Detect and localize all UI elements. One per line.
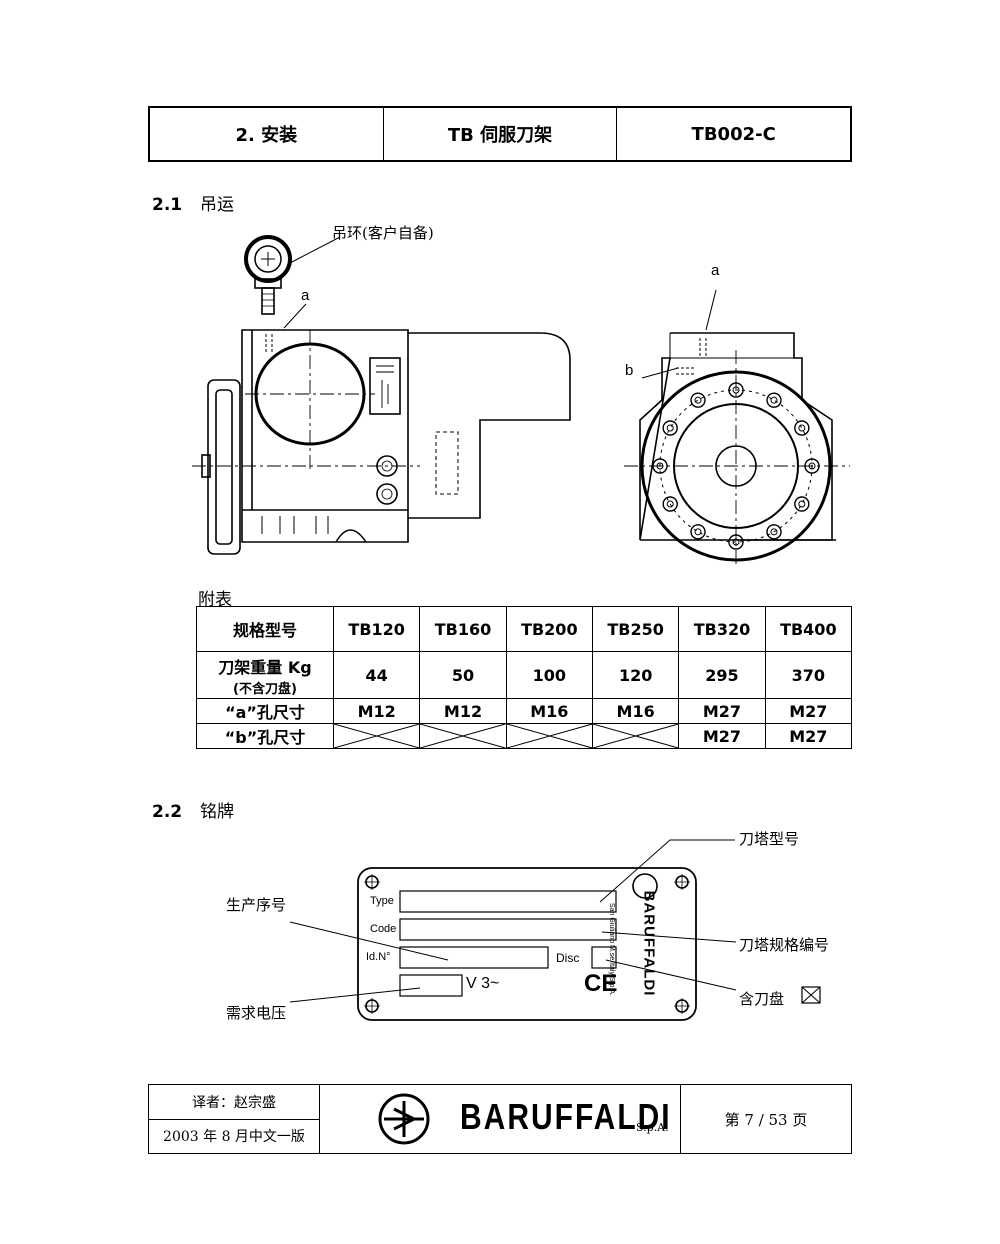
footer-logo: BARUFFALDI S.p.A.: [320, 1085, 681, 1153]
weight-cell: 295: [678, 651, 766, 699]
ce-mark: CE: [584, 970, 618, 997]
field-code: Code: [370, 923, 397, 935]
a-size-cell: M16: [505, 698, 593, 724]
bolt-hole: [690, 392, 706, 408]
b-size-cell-na: [332, 723, 421, 749]
bolt-hole-inner: [770, 528, 778, 536]
section-2-1-heading: 2.1 吊运: [152, 190, 234, 215]
weight-sublabel: (不含刀盘): [233, 681, 297, 697]
section-title: 吊运: [200, 195, 234, 215]
footer-left: 译者：赵宗盛 2003 年 8 月中文一版: [149, 1085, 320, 1153]
header-product: TB 伺服刀架: [384, 108, 618, 160]
b-size-cell-na: [591, 723, 680, 749]
weight-cell: 370: [764, 651, 853, 699]
bolt-hole: [662, 496, 678, 512]
label-spec-code: 刀塔规格编号: [739, 936, 830, 954]
bolt-hole: [662, 420, 678, 436]
a-size-cell: M12: [419, 698, 507, 724]
model-cell: TB200: [505, 606, 593, 652]
hole-b-label: b: [625, 362, 634, 379]
hole-a-label-side: a: [301, 287, 310, 304]
header-section: 2. 安装: [150, 108, 384, 160]
bolt-hole-inner: [798, 424, 806, 432]
bolt-hole-inner: [798, 500, 806, 508]
a-size-cell: M16: [591, 698, 680, 724]
table-row: “b”孔尺寸 M27 M27: [196, 723, 853, 749]
eyebolt-label: 吊环(客户自备): [332, 224, 434, 242]
label-turret-model: 刀塔型号: [739, 830, 800, 848]
bolt-hole: [766, 524, 782, 540]
a-size-cell: M27: [764, 698, 853, 724]
label-with-disc: 含刀盘: [739, 990, 785, 1008]
weight-cell: 50: [419, 651, 507, 699]
model-cell: TB160: [419, 606, 507, 652]
table-row: 规格型号 TB120 TB160 TB200 TB250 TB320 TB400: [196, 606, 853, 652]
translator: 译者：赵宗盛: [149, 1085, 319, 1120]
table-row: “a”孔尺寸 M12 M12 M16 M16 M27 M27: [196, 698, 853, 724]
bolt-hole: [766, 392, 782, 408]
nameplate-drawing: [289, 839, 821, 1021]
footer-brand: BARUFFALDI: [460, 1097, 672, 1138]
page-number: 第 7 / 53 页: [724, 1110, 808, 1129]
edition: 2003 年 8 月中文一版: [163, 1129, 305, 1146]
spec-table: 规格型号 TB120 TB160 TB200 TB250 TB320 TB400…: [196, 606, 853, 749]
weight-cell: 120: [591, 651, 680, 699]
nameplate-brand-small: San Giuliano M.se Italy S.p.A.: [608, 903, 615, 996]
bolt-hole: [690, 524, 706, 540]
weight-cell: 44: [332, 651, 421, 699]
label-serial-number: 生产序号: [226, 896, 287, 914]
b-size-cell: M27: [678, 723, 766, 749]
header-table: 2. 安装 TB 伺服刀架 TB002-C: [148, 106, 852, 162]
section-number: 2.2: [152, 802, 183, 822]
section-number: 2.1: [152, 195, 183, 215]
field-disc: Disc: [556, 951, 580, 965]
row-header-weight: 刀架重量 Kg (不含刀盘): [196, 651, 334, 699]
row-header-a-hole: “a”孔尺寸: [196, 698, 334, 724]
bolt-hole-inner: [770, 396, 778, 404]
weight-cell: 100: [505, 651, 593, 699]
model-cell: TB250: [591, 606, 680, 652]
header-doc-code: TB002-C: [691, 123, 776, 145]
b-size-cell: M27: [764, 723, 853, 749]
a-size-cell: M27: [678, 698, 766, 724]
model-cell: TB120: [332, 606, 421, 652]
bolt-hole-inner: [666, 500, 674, 508]
b-size-cell-na: [505, 723, 593, 749]
b-size-cell-na: [419, 723, 507, 749]
field-type: Type: [370, 895, 394, 907]
side-view-drawing: [192, 235, 571, 555]
front-view-drawing: [624, 289, 850, 566]
a-size-cell: M12: [332, 698, 421, 724]
bolt-hole: [794, 420, 810, 436]
field-id: Id.N°: [366, 951, 391, 963]
row-header-b-hole: “b”孔尺寸: [196, 723, 334, 749]
nameplate-brand: BARUFFALDI: [640, 890, 658, 997]
row-header-model: 规格型号: [196, 606, 334, 652]
section-title: 铭牌: [200, 802, 234, 822]
weight-label: 刀架重量 Kg: [218, 657, 312, 677]
company-logo-icon: [378, 1093, 430, 1145]
footer-brand-suffix: S.p.A.: [636, 1121, 669, 1134]
table-row: 刀架重量 Kg (不含刀盘) 44 50 100 120 295 370: [196, 651, 853, 699]
hole-a-label-front: a: [711, 262, 720, 279]
bolt-hole-inner: [694, 396, 702, 404]
table-caption: 附表: [198, 590, 232, 610]
bolt-hole-inner: [666, 424, 674, 432]
label-voltage: 需求电压: [226, 1004, 287, 1022]
model-cell: TB400: [764, 606, 853, 652]
footer-table: 译者：赵宗盛 2003 年 8 月中文一版 BARUFFALDI S.p.A. …: [148, 1084, 852, 1154]
voltage-text: V 3~: [466, 975, 500, 992]
bolt-hole-inner: [694, 528, 702, 536]
bolt-hole: [794, 496, 810, 512]
section-2-2-heading: 2.2 铭牌: [152, 797, 234, 822]
model-cell: TB320: [678, 606, 766, 652]
